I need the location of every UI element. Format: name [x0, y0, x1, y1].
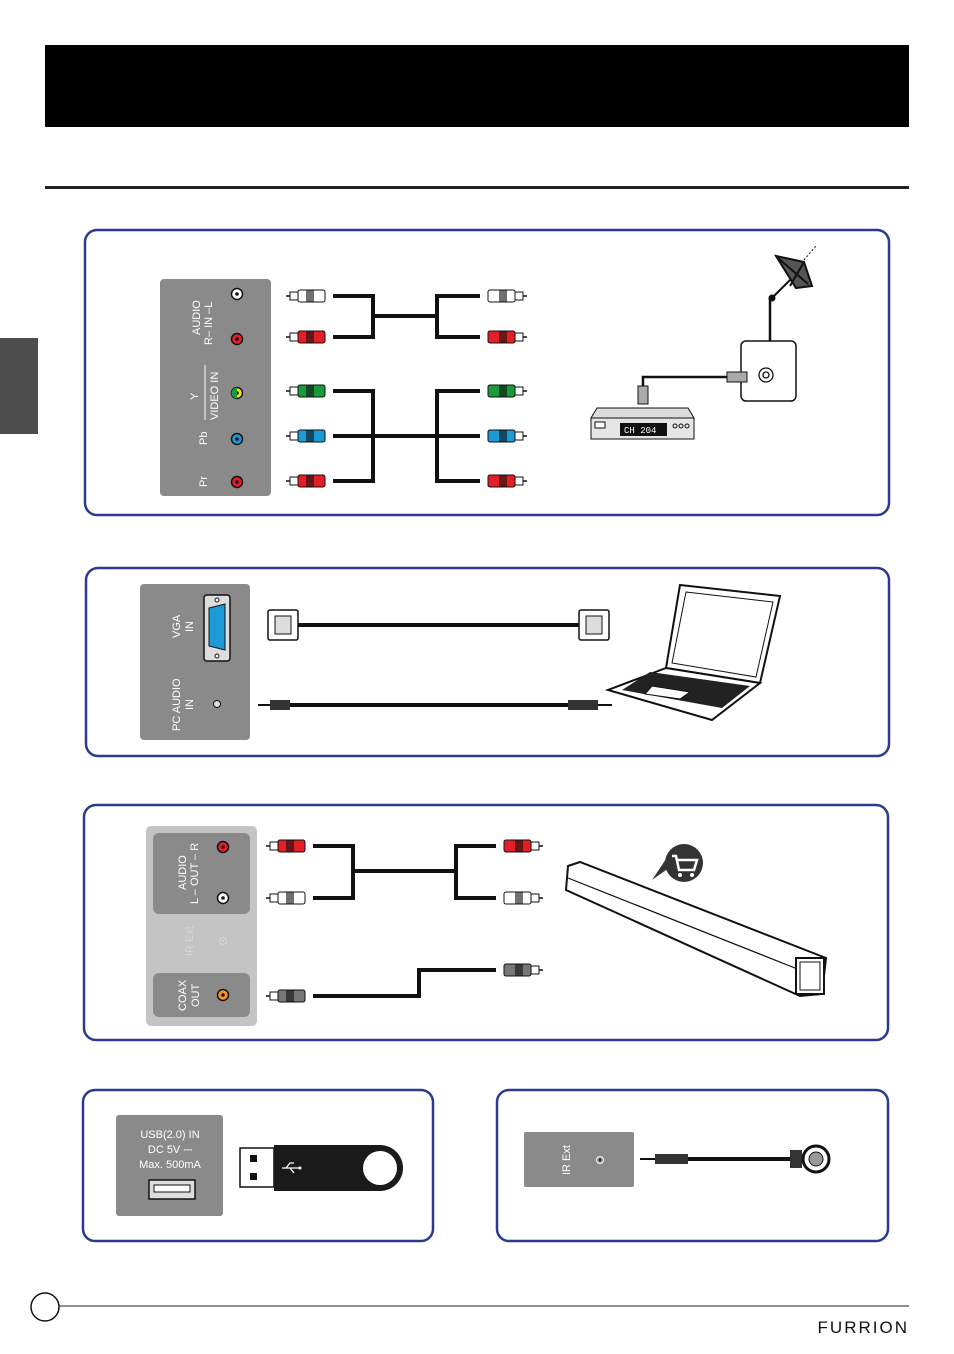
- y-label: Y: [189, 392, 201, 400]
- video-in-label: VIDEO IN: [209, 372, 221, 420]
- audio-cable: [258, 700, 612, 710]
- usb-drive-icon: [239, 1145, 403, 1191]
- audio-out-plugs: [266, 839, 543, 1003]
- vga-sub-label: IN: [184, 621, 196, 632]
- side-tab: [0, 338, 38, 434]
- usb-dc-label: DC 5V ⎓: [148, 1144, 192, 1156]
- rca-plug: [487, 474, 527, 488]
- shopping-cart-icon: [652, 844, 703, 882]
- component-port-block: AUDIO R– IN –L Y VIDEO IN Pb Pr: [160, 279, 271, 496]
- wall-plate-icon: [740, 340, 797, 402]
- irext-port-label: IR Ext: [561, 1145, 573, 1175]
- component-panel: [83, 228, 891, 517]
- irext-panel: [495, 1088, 890, 1243]
- irext-label: IR Ext: [184, 926, 196, 956]
- page-number-circle: [30, 1292, 60, 1322]
- coax-label: COAX: [177, 979, 189, 1011]
- brand-logo: FURRION: [818, 1318, 909, 1337]
- satellite-dish-icon: [768, 245, 817, 343]
- rca-plug: [503, 891, 543, 905]
- usb-port-block: USB(2.0) IN DC 5V ⎓ Max. 500mA: [116, 1115, 223, 1216]
- pc-audio-label: PC AUDIO: [171, 678, 183, 731]
- vga-port-block: VGA IN PC AUDIO IN: [140, 584, 250, 740]
- rca-plug: [487, 330, 527, 344]
- rca-plug: [286, 474, 326, 488]
- irext-port-block: IR Ext: [524, 1132, 634, 1187]
- rca-plug: [286, 384, 326, 398]
- audio-out-label: AUDIO: [177, 855, 189, 890]
- audio-in-sub-label: R– IN –L: [203, 302, 215, 345]
- rca-plug: [503, 963, 543, 977]
- ir-extender-cable: [640, 1144, 831, 1174]
- pr-label: Pr: [198, 476, 210, 487]
- audio-in-label: AUDIO: [191, 300, 203, 335]
- rca-plug: [487, 289, 527, 303]
- soundbar-icon: [564, 860, 828, 998]
- pc-audio-jack: [213, 700, 221, 708]
- vga-panel: [84, 566, 891, 758]
- rca-plug: [503, 839, 543, 853]
- rca-plug: [286, 429, 326, 443]
- set-top-box-icon: CH 204: [590, 407, 695, 440]
- rca-plug: [266, 839, 306, 853]
- rca-plug: [266, 989, 306, 1003]
- usb-panel: [81, 1088, 435, 1243]
- rca-plug: [286, 289, 326, 303]
- laptop-icon: [604, 583, 782, 722]
- usb-in-label: USB(2.0) IN: [140, 1129, 199, 1141]
- rca-plug: [487, 429, 527, 443]
- rca-plug: [487, 384, 527, 398]
- pc-audio-sub-label: IN: [184, 699, 196, 710]
- audio-out-port-block: AUDIO L – OUT – R IR Ext COAX OUT: [146, 826, 257, 1026]
- header-bar: [45, 45, 909, 127]
- component-plugs: [286, 289, 527, 488]
- rca-plug: [286, 330, 326, 344]
- header-rule: [45, 186, 909, 189]
- rca-plug: [266, 891, 306, 905]
- audio-out-sub-label: L – OUT – R: [189, 843, 201, 904]
- vga-label: VGA: [171, 614, 183, 638]
- coax-sub-label: OUT: [190, 984, 202, 1008]
- pb-label: Pb: [198, 432, 210, 445]
- stb-display: CH 204: [624, 426, 656, 436]
- coax-cable: [637, 371, 748, 405]
- component-cables: [333, 294, 480, 483]
- vga-cable: [267, 609, 610, 641]
- audio-out-cables: [313, 844, 496, 998]
- audio-out-panel: [82, 803, 890, 1042]
- usb-max-label: Max. 500mA: [139, 1159, 201, 1171]
